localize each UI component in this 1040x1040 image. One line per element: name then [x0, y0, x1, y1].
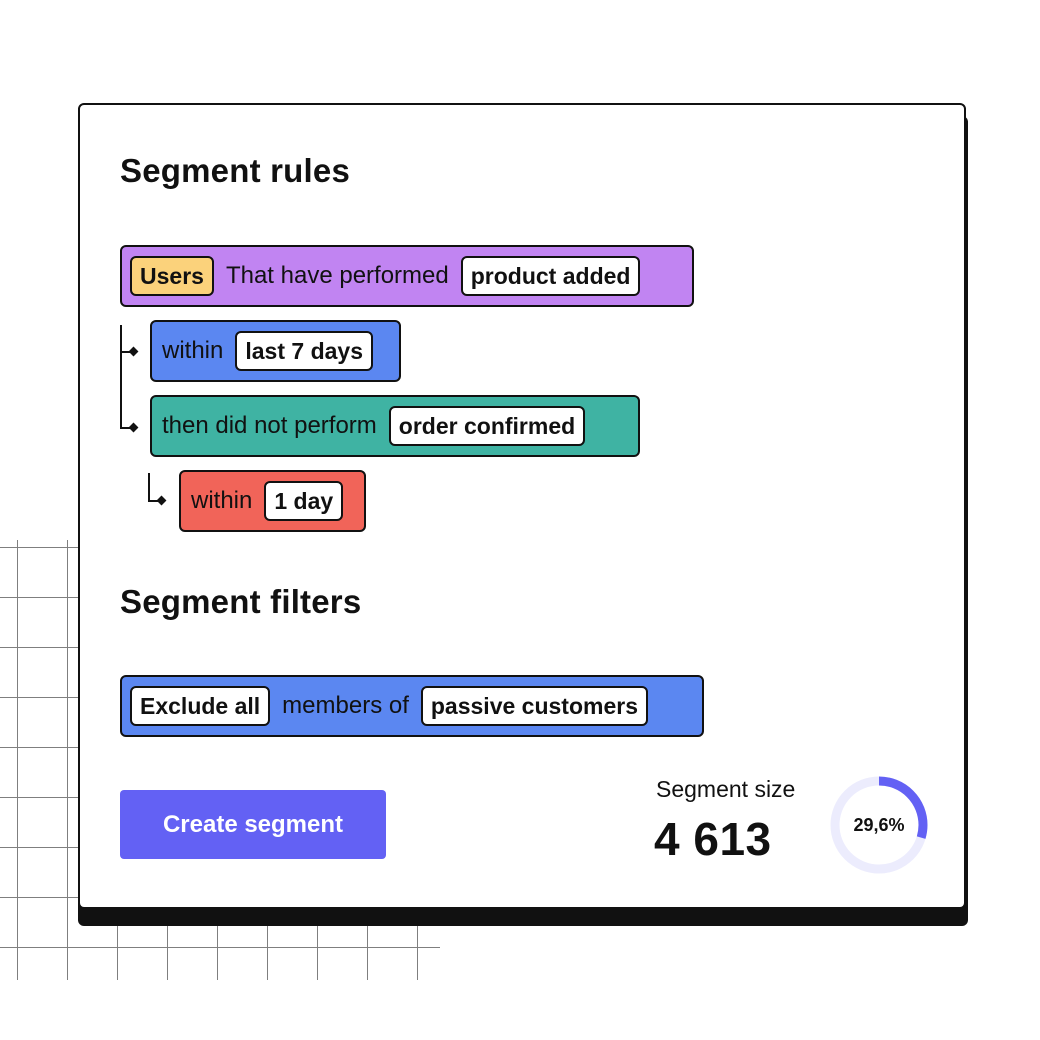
donut-progress-arc — [830, 776, 928, 874]
rule-text: then did not perform — [162, 412, 377, 439]
branch-arrow-icon — [120, 427, 134, 429]
create-segment-button[interactable]: Create segment — [120, 790, 386, 859]
segment-size-value: 4 613 — [654, 813, 772, 865]
branch-arrow-icon — [148, 500, 162, 502]
segment-filters-heading: Segment filters — [120, 583, 362, 620]
rule-performed-event[interactable]: Users That have performed product added — [120, 245, 694, 307]
rule-tree-line — [148, 473, 150, 501]
rule-text: That have performed — [225, 262, 449, 289]
segment-size-donut — [830, 776, 928, 874]
subject-chip[interactable]: Users — [130, 256, 214, 296]
rule-not-performed[interactable]: then did not perform order confirmed — [150, 395, 640, 457]
segment-size-label: Segment size — [656, 776, 796, 802]
branch-arrow-icon — [120, 351, 134, 353]
rule-tree-line — [120, 325, 122, 428]
segment-size-percent: 29,6% — [853, 814, 905, 835]
rule-text: within — [162, 337, 224, 364]
group-chip[interactable]: passive customers — [420, 686, 648, 726]
event-chip[interactable]: product added — [460, 256, 641, 296]
rule-within-time[interactable]: within last 7 days — [150, 320, 401, 382]
filter-text: members of — [282, 692, 409, 719]
event-chip[interactable]: order confirmed — [388, 406, 586, 446]
segment-rules-heading: Segment rules — [120, 152, 351, 189]
action-chip[interactable]: Exclude all — [130, 686, 271, 726]
time-chip[interactable]: 1 day — [264, 481, 344, 521]
rule-within-time-nested[interactable]: within 1 day — [179, 470, 366, 532]
time-chip[interactable]: last 7 days — [235, 331, 373, 371]
filter-exclude-members[interactable]: Exclude all members of passive customers — [120, 675, 704, 737]
rule-text: within — [191, 487, 253, 514]
